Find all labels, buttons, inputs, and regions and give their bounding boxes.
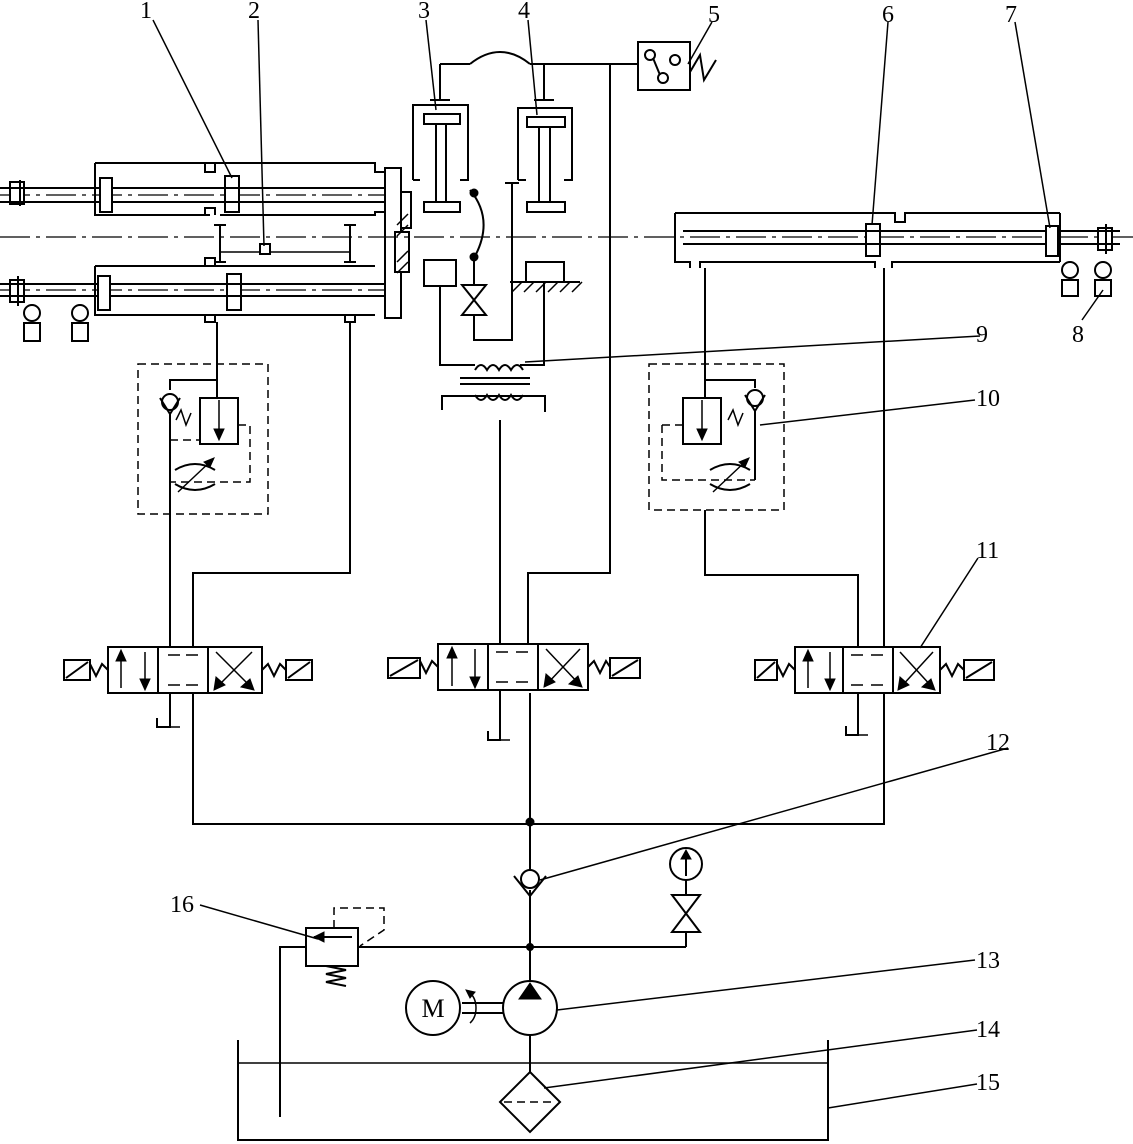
suction-filter [498, 1035, 562, 1134]
callout-6: 6 [882, 2, 894, 28]
callout-1: 1 [140, 0, 152, 24]
callout-3: 3 [418, 0, 430, 24]
motor-coupling [462, 989, 503, 1024]
directional-valve-left [63, 322, 351, 728]
callout-12: 12 [986, 730, 1010, 756]
callout-16: 16 [170, 892, 194, 918]
callout-13: 13 [976, 948, 1000, 974]
callout-14: 14 [976, 1017, 1000, 1043]
tool-holder-plate [384, 167, 412, 319]
motor-label: M [421, 994, 444, 1023]
callout-labels: 1 2 3 4 5 6 7 8 9 10 11 12 13 14 15 16 [140, 0, 1084, 1096]
pressure-gauge [530, 847, 703, 948]
left-upper-cylinder [0, 162, 395, 216]
pressure-line-cylinders [440, 51, 640, 65]
callout-11: 11 [976, 538, 999, 564]
limit-switch-8 [1061, 261, 1112, 297]
callout-10: 10 [976, 386, 1000, 412]
welding-circuit [439, 182, 546, 412]
limit-switch [71, 304, 89, 342]
pressure-manifold [192, 693, 885, 825]
pressure-cylinder-4 [510, 64, 583, 293]
limit-switch [23, 304, 41, 342]
callout-5: 5 [708, 2, 720, 28]
junction-dot [525, 817, 535, 827]
directional-valve-right [704, 268, 995, 736]
callout-15: 15 [976, 1070, 1000, 1096]
left-lower-cylinder [0, 257, 395, 323]
speed-control-valve-left [137, 322, 269, 515]
check-valve [513, 820, 547, 948]
relief-valve [279, 907, 530, 1117]
hydraulic-pump [502, 948, 558, 1036]
speed-control-valve-right [648, 268, 785, 575]
callout-7: 7 [1005, 2, 1017, 28]
linkage-bar-2 [214, 224, 356, 263]
callout-2: 2 [248, 0, 260, 24]
leader-lines [152, 19, 1104, 1109]
callout-8: 8 [1072, 322, 1084, 348]
callout-9: 9 [976, 322, 988, 348]
pressure-cylinder-3 [412, 64, 469, 287]
pressure-switch [637, 41, 717, 91]
directional-valve-center [387, 64, 641, 741]
callout-4: 4 [518, 0, 530, 24]
right-cylinder [0, 212, 1133, 268]
electric-motor: M [405, 980, 461, 1036]
